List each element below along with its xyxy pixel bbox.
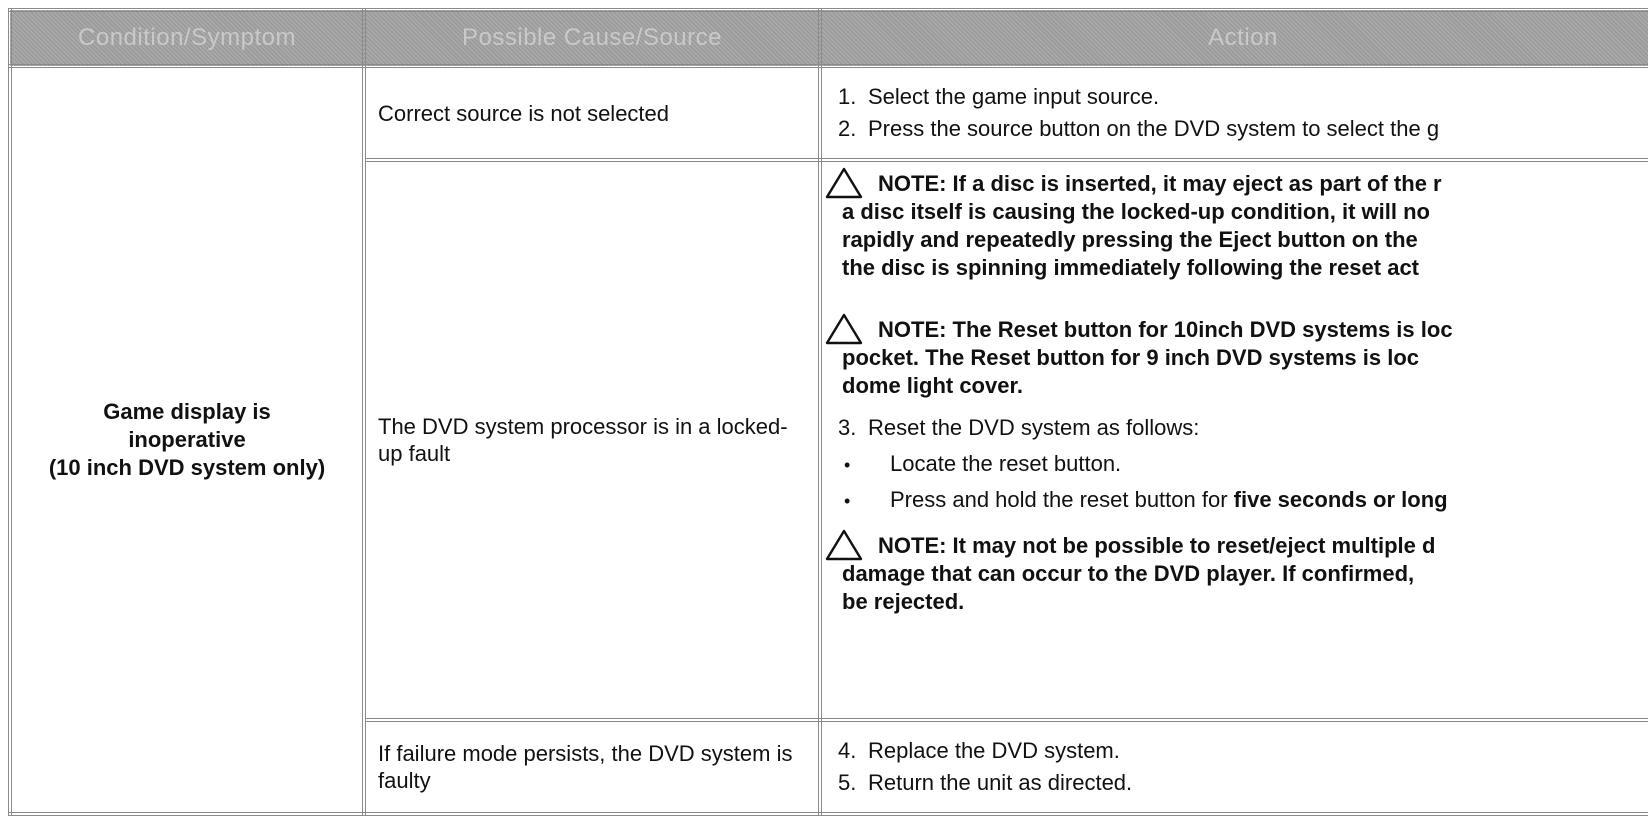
bullet-text-bold: five seconds or long xyxy=(1233,487,1448,512)
condition-line: (10 inch DVD system only) xyxy=(48,455,326,480)
troubleshooting-page: Condition/Symptom Possible Cause/Source … xyxy=(8,8,1648,816)
caution-triangle-icon xyxy=(825,529,863,561)
action-cell: 4. Replace the DVD system. 5. Return the… xyxy=(818,718,1648,816)
bullet-text: Press and hold the reset button for five… xyxy=(890,482,1448,518)
action-step: 3. Reset the DVD system as follows: xyxy=(824,410,1648,446)
step-number: 2. xyxy=(838,116,857,141)
step-number: 5. xyxy=(838,770,857,795)
cause-cell: The DVD system processor is in a locked-… xyxy=(362,158,822,722)
step-number: 3. xyxy=(838,415,857,440)
condition-line: Game display is xyxy=(103,399,271,424)
troubleshooting-table: Condition/Symptom Possible Cause/Source … xyxy=(8,8,1648,816)
note-line: pocket. The Reset button for 9 inch DVD … xyxy=(842,345,1420,370)
note-line: damage that can occur to the DVD player.… xyxy=(842,561,1415,586)
table-row: Game display is inoperative (10 inch DVD… xyxy=(8,64,1648,816)
note-line: be rejected. xyxy=(842,589,965,614)
note-line: rapidly and repeatedly pressing the Ejec… xyxy=(842,227,1418,252)
step-number: 4. xyxy=(838,738,857,763)
condition-line: inoperative xyxy=(128,427,246,452)
header-row: Condition/Symptom Possible Cause/Source … xyxy=(8,8,1648,68)
note-block: NOTE: If a disc is inserted, it may ejec… xyxy=(824,167,1648,282)
action-cell: NOTE: If a disc is inserted, it may ejec… xyxy=(818,158,1648,722)
bullet-icon: • xyxy=(844,455,851,475)
caution-triangle-icon xyxy=(825,313,863,345)
note-line: the disc is spinning immediately followi… xyxy=(842,255,1420,280)
condition-cell: Game display is inoperative (10 inch DVD… xyxy=(8,64,366,816)
header-cause: Possible Cause/Source xyxy=(362,8,822,68)
note-line: dome light cover. xyxy=(842,373,1023,398)
cause-cell: Correct source is not selected xyxy=(362,64,822,162)
cause-cell: If failure mode persists, the DVD system… xyxy=(362,718,822,816)
header-condition: Condition/Symptom xyxy=(8,8,366,68)
caution-triangle-icon xyxy=(825,167,863,199)
action-step: 2. Press the source button on the DVD sy… xyxy=(824,113,1648,145)
action-step: 4. Replace the DVD system. xyxy=(824,735,1648,767)
bullet-item: • Locate the reset button. xyxy=(824,446,1648,482)
step-text: Reset the DVD system as follows: xyxy=(868,415,1200,440)
bullet-icon: • xyxy=(844,491,851,511)
note-line: NOTE: It may not be possible to reset/ej… xyxy=(878,533,1436,558)
action-cell: 1. Select the game input source. 2. Pres… xyxy=(818,64,1648,162)
step-text: Return the unit as directed. xyxy=(868,770,1133,795)
note-line: NOTE: If a disc is inserted, it may ejec… xyxy=(878,171,1442,196)
note-line: NOTE: The Reset button for 10inch DVD sy… xyxy=(878,317,1453,342)
bullet-text-regular: Press and hold the reset button for xyxy=(890,487,1234,512)
header-action: Action xyxy=(818,8,1648,68)
bullet-item: • Press and hold the reset button for fi… xyxy=(824,482,1648,518)
step-text: Select the game input source. xyxy=(868,84,1160,109)
note-block: NOTE: It may not be possible to reset/ej… xyxy=(824,529,1648,616)
action-step: 1. Select the game input source. xyxy=(824,81,1648,113)
table-row: The DVD system processor is in a locked-… xyxy=(10,158,1648,722)
note-line: a disc itself is causing the locked-up c… xyxy=(842,199,1430,224)
step-text: Replace the DVD system. xyxy=(868,738,1120,763)
bullet-text: Locate the reset button. xyxy=(890,451,1122,476)
step-text: Press the source button on the DVD syste… xyxy=(868,116,1440,141)
action-step: 5. Return the unit as directed. xyxy=(824,767,1648,799)
note-block: NOTE: The Reset button for 10inch DVD sy… xyxy=(824,313,1648,400)
table-row: If failure mode persists, the DVD system… xyxy=(10,718,1648,816)
step-number: 1. xyxy=(838,84,857,109)
